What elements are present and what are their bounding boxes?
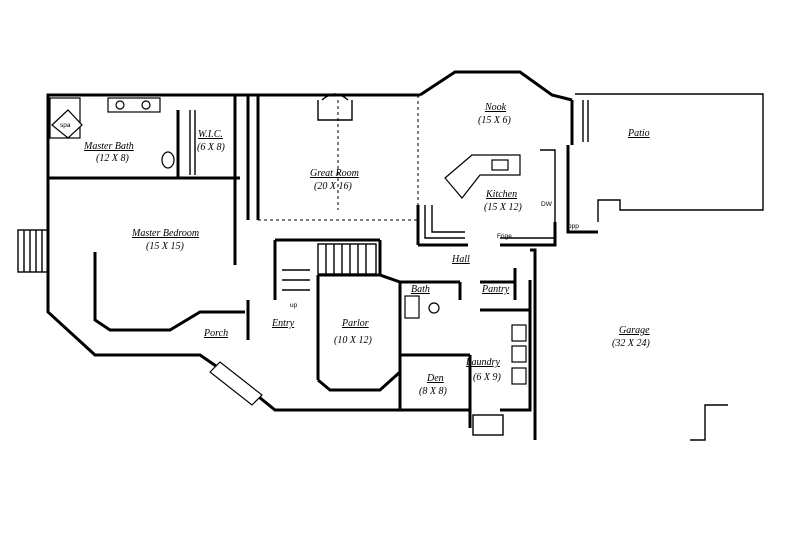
parlor-size: (10 X 12) <box>334 335 372 346</box>
spa-tub <box>51 109 83 139</box>
pantry-small-label: ppp <box>568 223 579 230</box>
up-label: up <box>290 302 298 309</box>
den-name: Den <box>426 373 444 384</box>
great-room-size: (20 X 16) <box>314 181 352 192</box>
hall-name: Hall <box>451 254 470 265</box>
garage-name: Garage <box>619 325 650 336</box>
master-bedroom-name: Master Bedroom <box>131 228 199 239</box>
laundry-size: (6 X 9) <box>473 372 501 383</box>
nook-name: Nook <box>484 102 507 113</box>
exterior-walls <box>46 70 764 441</box>
spa-label: spa <box>60 122 71 129</box>
wic-name: W.I.C. <box>198 129 223 140</box>
entry-name: Entry <box>271 318 295 329</box>
master-bath-name: Master Bath <box>83 141 134 152</box>
den-size: (8 X 8) <box>419 386 447 397</box>
wic-size: (6 X 8) <box>197 142 225 153</box>
bath-name: Bath <box>411 284 430 295</box>
toilet-icon <box>428 302 440 314</box>
laundry-name: Laundry <box>465 357 500 368</box>
toilet-icon <box>161 151 175 169</box>
kitchen-size: (15 X 12) <box>484 202 522 213</box>
garage-size: (32 X 24) <box>612 338 650 349</box>
porch-steps <box>209 361 263 406</box>
patio-name: Patio <box>627 128 650 139</box>
master-bath-size: (12 X 8) <box>96 153 129 164</box>
staircase: up <box>282 243 377 309</box>
porch-name: Porch <box>203 328 228 339</box>
fridge-label: Frige <box>497 233 512 240</box>
parlor-name: Parlor <box>341 318 369 329</box>
great-room-name: Great Room <box>310 168 359 179</box>
interior-walls <box>48 95 557 410</box>
left-steps <box>17 229 49 273</box>
room-labels: Master Bath (12 X 8) W.I.C. (6 X 8) Grea… <box>83 102 650 397</box>
dw-label: DW <box>541 201 553 208</box>
master-bedroom-size: (15 X 15) <box>146 241 184 252</box>
sink-icon <box>115 100 125 110</box>
pantry-name: Pantry <box>481 284 510 295</box>
fireplace-icon <box>317 93 353 121</box>
fixtures: spa Frige DW ppp <box>17 93 579 436</box>
kitchen-name: Kitchen <box>485 189 517 200</box>
sink-icon <box>141 100 151 110</box>
nook-size: (15 X 6) <box>478 115 511 126</box>
open-plan-lines <box>258 95 419 221</box>
